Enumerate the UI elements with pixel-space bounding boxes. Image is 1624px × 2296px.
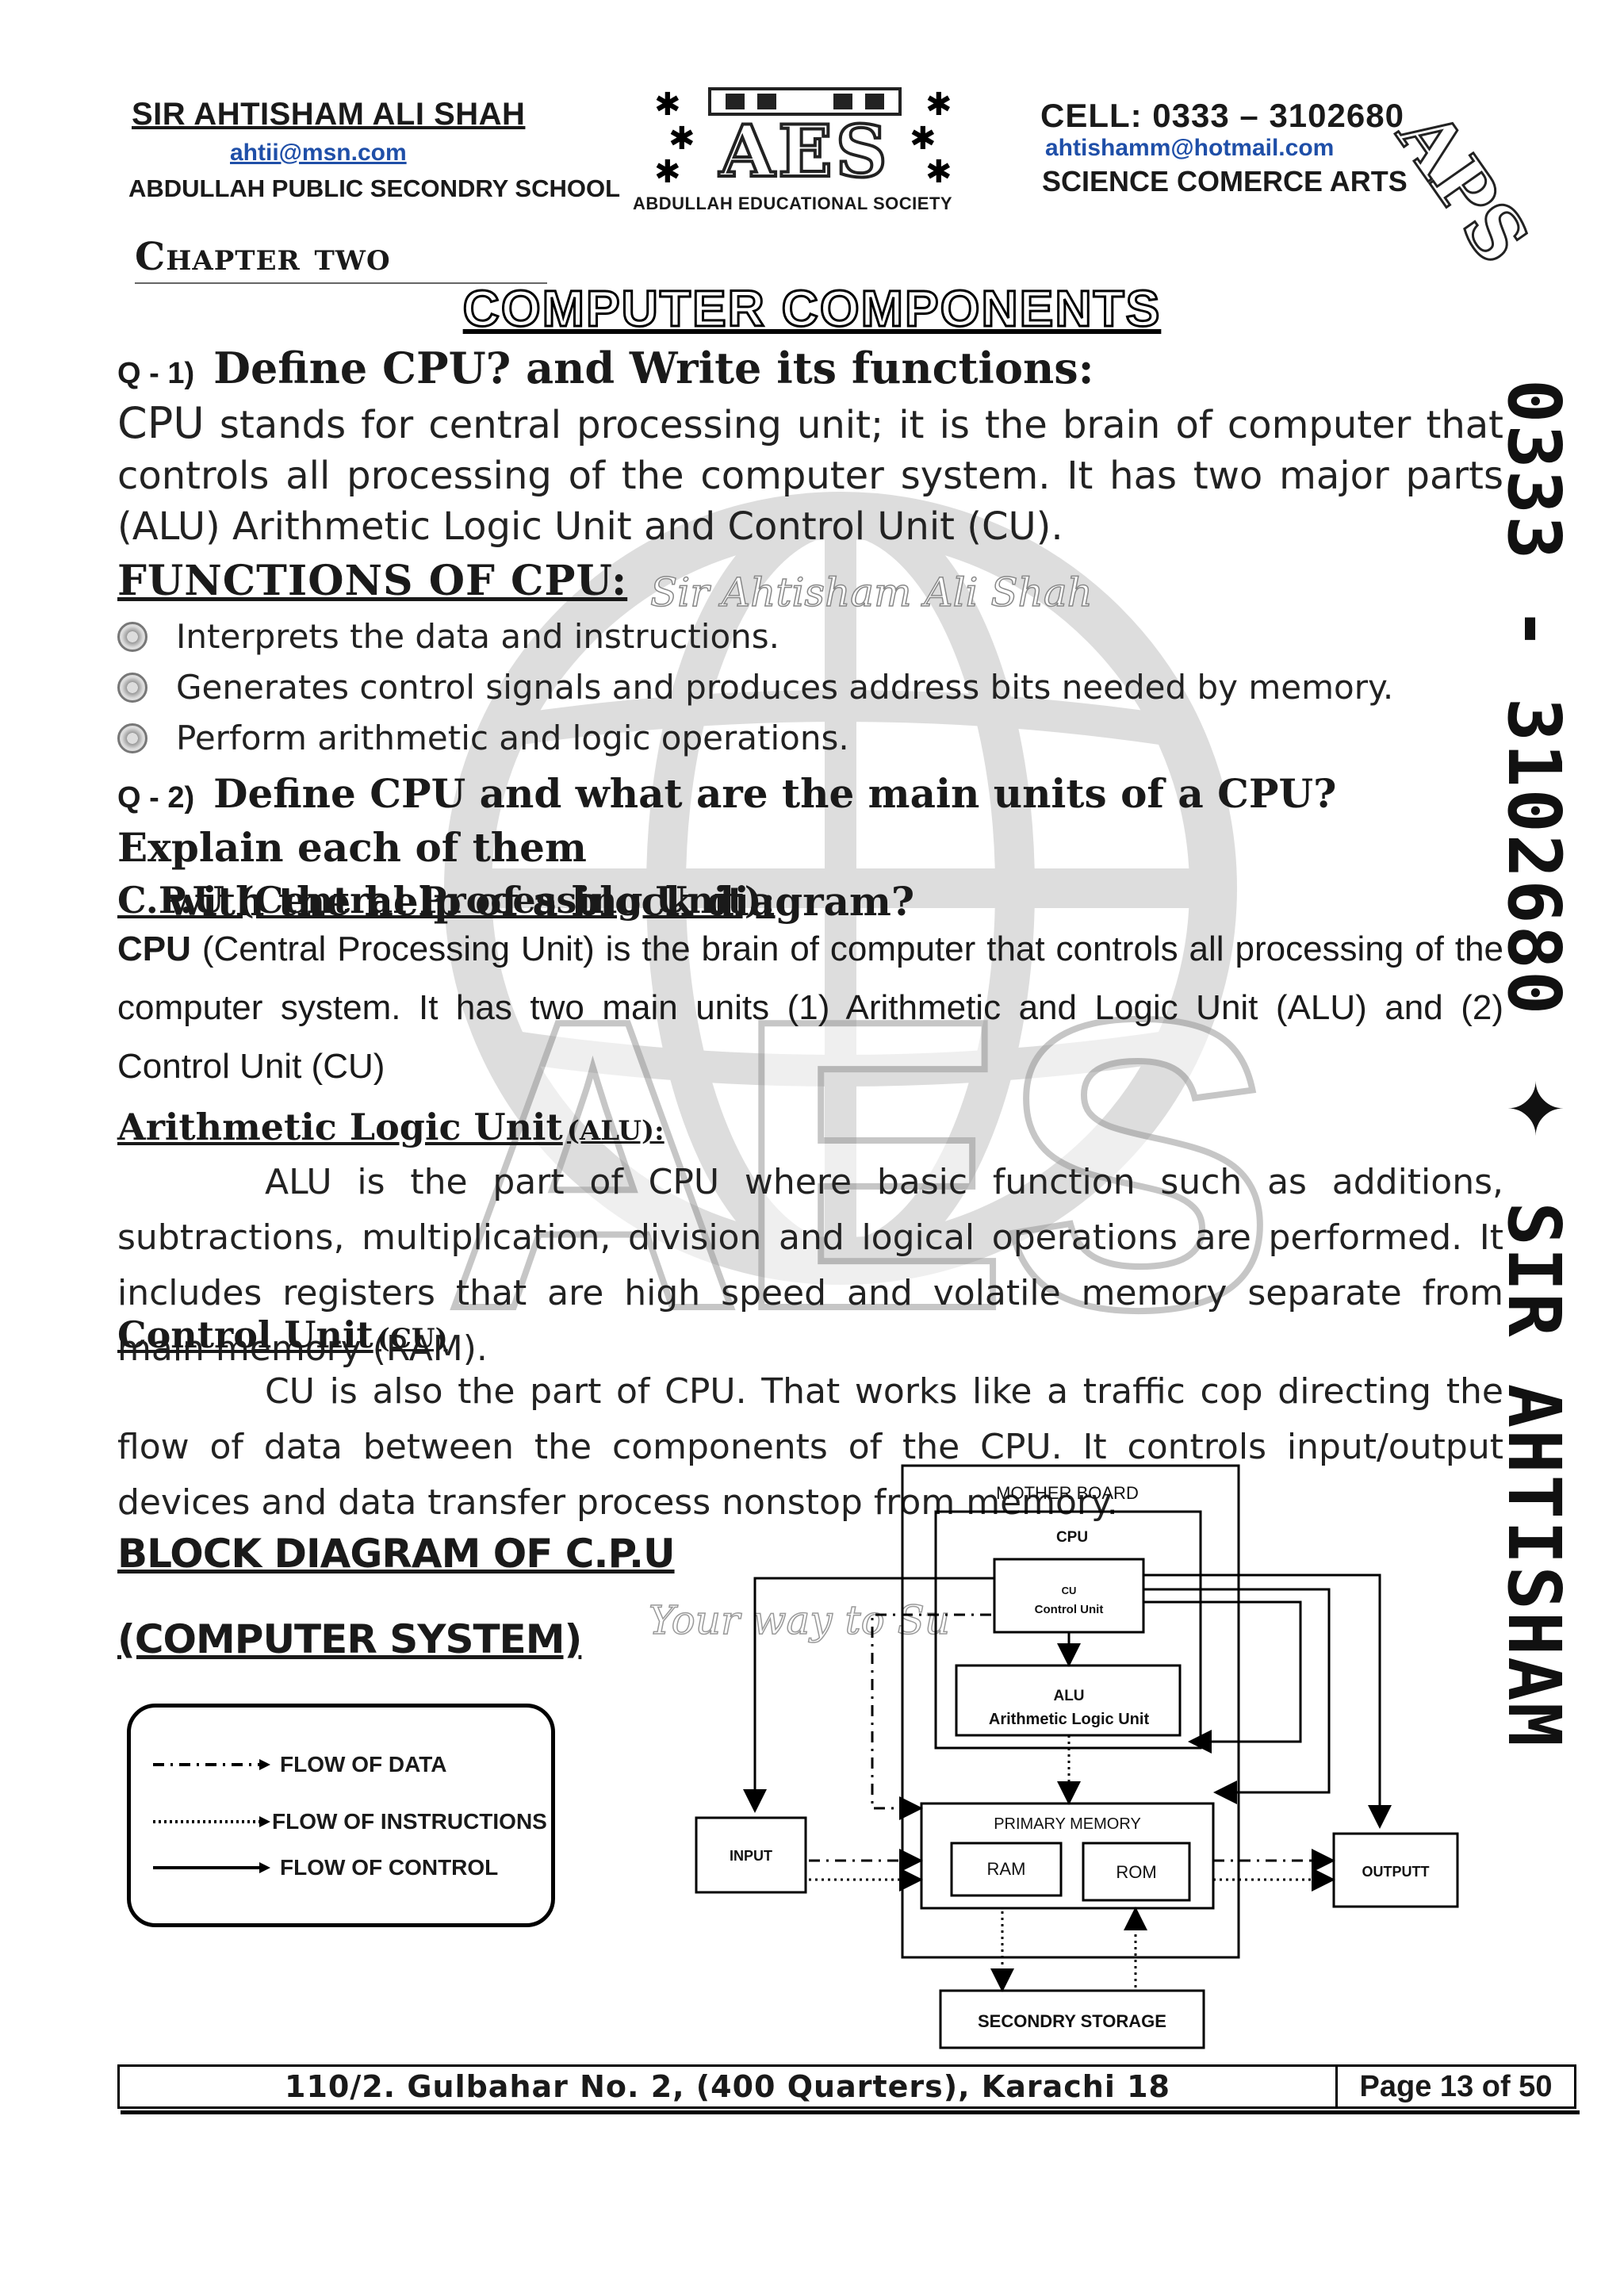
tagline-watermark: Your way to Su — [648, 1596, 951, 1644]
page-title: COMPUTER COMPONENTS — [462, 279, 1162, 339]
functions-heading: FUNCTIONS OF CPU: — [117, 557, 627, 605]
input-label: INPUT — [730, 1848, 772, 1864]
svg-text:✱: ✱ — [654, 154, 681, 190]
function-item: Interprets the data and instructions. — [117, 617, 779, 656]
rom-box — [1082, 1842, 1191, 1902]
q1-heading: Q - 1) Define CPU? and Write its function… — [117, 343, 1094, 393]
cell-number: CELL: 0333 – 3102680 — [1040, 97, 1404, 134]
page-number: Page 13 of 50 — [1335, 2067, 1574, 2106]
side-star-icon: ✦ — [1492, 1077, 1576, 1140]
logo-aes-text: AES — [718, 109, 890, 194]
cpu-definition: CPU (Central Processing Unit) is the bra… — [117, 920, 1503, 1096]
block-diagram-subheading: (COMPUTER SYSTEM) — [117, 1616, 582, 1662]
output-label: OUTPUTT — [1362, 1864, 1430, 1880]
svg-text:✱: ✱ — [925, 154, 952, 190]
functions-heading-colon: : — [611, 557, 628, 605]
chapter-divider — [135, 282, 547, 284]
q2-question-line1: Define CPU and what are the main units o… — [117, 770, 1337, 871]
alu-heading-text: Arithmetic Logic Unit — [117, 1106, 563, 1148]
aes-logo: ✱ ✱ ✱ ✱ ✱ ✱ AES — [654, 86, 952, 195]
input-box — [695, 1816, 807, 1894]
teacher-email: ahtii@msn.com — [230, 140, 407, 166]
dotted-arrow-icon — [153, 1816, 270, 1827]
svg-text:✱: ✱ — [910, 121, 936, 157]
school-name: ABDULLAH PUBLIC SECONDRY SCHOOL — [128, 174, 621, 202]
alu-heading: Arithmetic Logic Unit (ALU): — [117, 1106, 665, 1148]
svg-text:✱: ✱ — [925, 86, 952, 123]
side-banner: 0333 - 3102680 ✦ SIR AHTISHAM — [1492, 379, 1576, 1886]
ram-label: RAM — [987, 1859, 1026, 1879]
aps-bullet-icon — [117, 723, 147, 753]
footer-bar: 110/2. Gulbahar No. 2, (400 Quarters), K… — [117, 2064, 1576, 2109]
legend-data: FLOW OF DATA — [153, 1752, 446, 1777]
mother-board-box — [901, 1464, 1240, 1959]
svg-text:✱: ✱ — [668, 121, 695, 157]
function-text: Interprets the data and instructions. — [176, 617, 780, 656]
function-item: Perform arithmetic and logic operations. — [117, 719, 849, 757]
contact-email: ahtishamm@hotmail.com — [1045, 135, 1335, 161]
mother-board-label: MOTHER BOARD — [996, 1483, 1139, 1503]
legend-control-label: FLOW OF CONTROL — [280, 1855, 499, 1880]
cpu-label: CPU — [1056, 1529, 1088, 1546]
cu-sublabel: Control Unit — [1035, 1603, 1104, 1616]
alu-paragraph: ALU is the part of CPU where basic funct… — [117, 1162, 1503, 1369]
teacher-name: SIR AHTISHAM ALI SHAH — [132, 97, 526, 132]
ram-box — [950, 1842, 1063, 1897]
q1-question: Define CPU? and Write its functions: — [213, 343, 1094, 393]
q2-question-line2: with the help of a block diagram? — [168, 878, 915, 925]
block-diagram-heading: BLOCK DIAGRAM OF C.P.U — [117, 1531, 676, 1577]
cu-heading-abbr: (CU) — [377, 1323, 448, 1355]
legend-instructions: FLOW OF INSTRUCTIONS — [153, 1809, 547, 1834]
svg-text:✱: ✱ — [654, 86, 681, 123]
function-text: Generates control signals and produces a… — [176, 668, 1394, 707]
aps-bullet-icon — [117, 672, 147, 703]
logo-caption: ABDULLAH EDUCATIONAL SOCIETY — [633, 194, 953, 213]
footer-address: 110/2. Gulbahar No. 2, (400 Quarters), K… — [285, 2069, 1170, 2104]
alu-heading-abbr: (ALU): — [566, 1115, 665, 1147]
solid-arrow-icon — [153, 1862, 270, 1873]
side-name: SIR AHTISHAM — [1492, 1202, 1576, 1748]
signature-watermark: Sir Ahtisham Ali Shah — [649, 569, 1093, 616]
cu-heading-text: Control Unit — [117, 1313, 373, 1356]
legend-data-label: FLOW OF DATA — [280, 1752, 447, 1777]
secondary-storage-box — [939, 1989, 1205, 2049]
q1-number: Q - 1) — [117, 357, 195, 390]
function-text: Perform arithmetic and logic operations. — [176, 719, 849, 757]
legend-box: FLOW OF DATA FLOW OF INSTRUCTIONS FLOW O… — [127, 1704, 555, 1927]
streams: SCIENCE COMERCE ARTS — [1042, 165, 1408, 197]
cpu-heading: C.P.U (Central Processing Unit): — [117, 879, 776, 922]
watermark-aes: AES — [441, 931, 1279, 1398]
q2-number: Q - 2) — [117, 781, 195, 815]
footer-shadow — [121, 2110, 1580, 2114]
watermark-globe — [444, 492, 1237, 1285]
q1-answer-text: stands for central processing unit; it i… — [117, 403, 1503, 549]
primary-memory-label: PRIMARY MEMORY — [994, 1815, 1141, 1833]
cu-paragraph: CU is also the part of CPU. That works l… — [117, 1371, 1503, 1523]
alu-sublabel: Arithmetic Logic Unit — [989, 1711, 1150, 1728]
dash-dot-arrow-icon — [153, 1759, 270, 1770]
cu-label: CU — [1062, 1585, 1077, 1596]
cpu-definition-text: (Central Processing Unit) is the brain o… — [117, 930, 1503, 1086]
chapter-label: Chapter two — [135, 235, 391, 279]
cu-heading: Control Unit (CU) — [117, 1313, 448, 1356]
rom-label: ROM — [1116, 1862, 1156, 1882]
function-item: Generates control signals and produces a… — [117, 668, 1393, 707]
legend-instructions-label: FLOW OF INSTRUCTIONS — [272, 1809, 547, 1834]
cpu-block-diagram: MOTHER BOARD CPU CU Control Unit ALU Ari… — [695, 1464, 1459, 2049]
aps-bullet-icon — [117, 621, 147, 652]
q1-answer: CPU stands for central processing unit; … — [117, 398, 1503, 552]
q1-answer-lead: CPU — [117, 398, 205, 448]
legend-control: FLOW OF CONTROL — [153, 1855, 498, 1880]
functions-heading-text: FUNCTIONS OF CPU — [117, 557, 611, 605]
q2-heading: Q - 2)Define CPU and what are the main u… — [117, 766, 1513, 928]
secondary-storage-label: SECONDRY STORAGE — [978, 2011, 1166, 2031]
cpu-definition-lead: CPU — [117, 930, 191, 968]
alu-label: ALU — [1053, 1688, 1084, 1704]
